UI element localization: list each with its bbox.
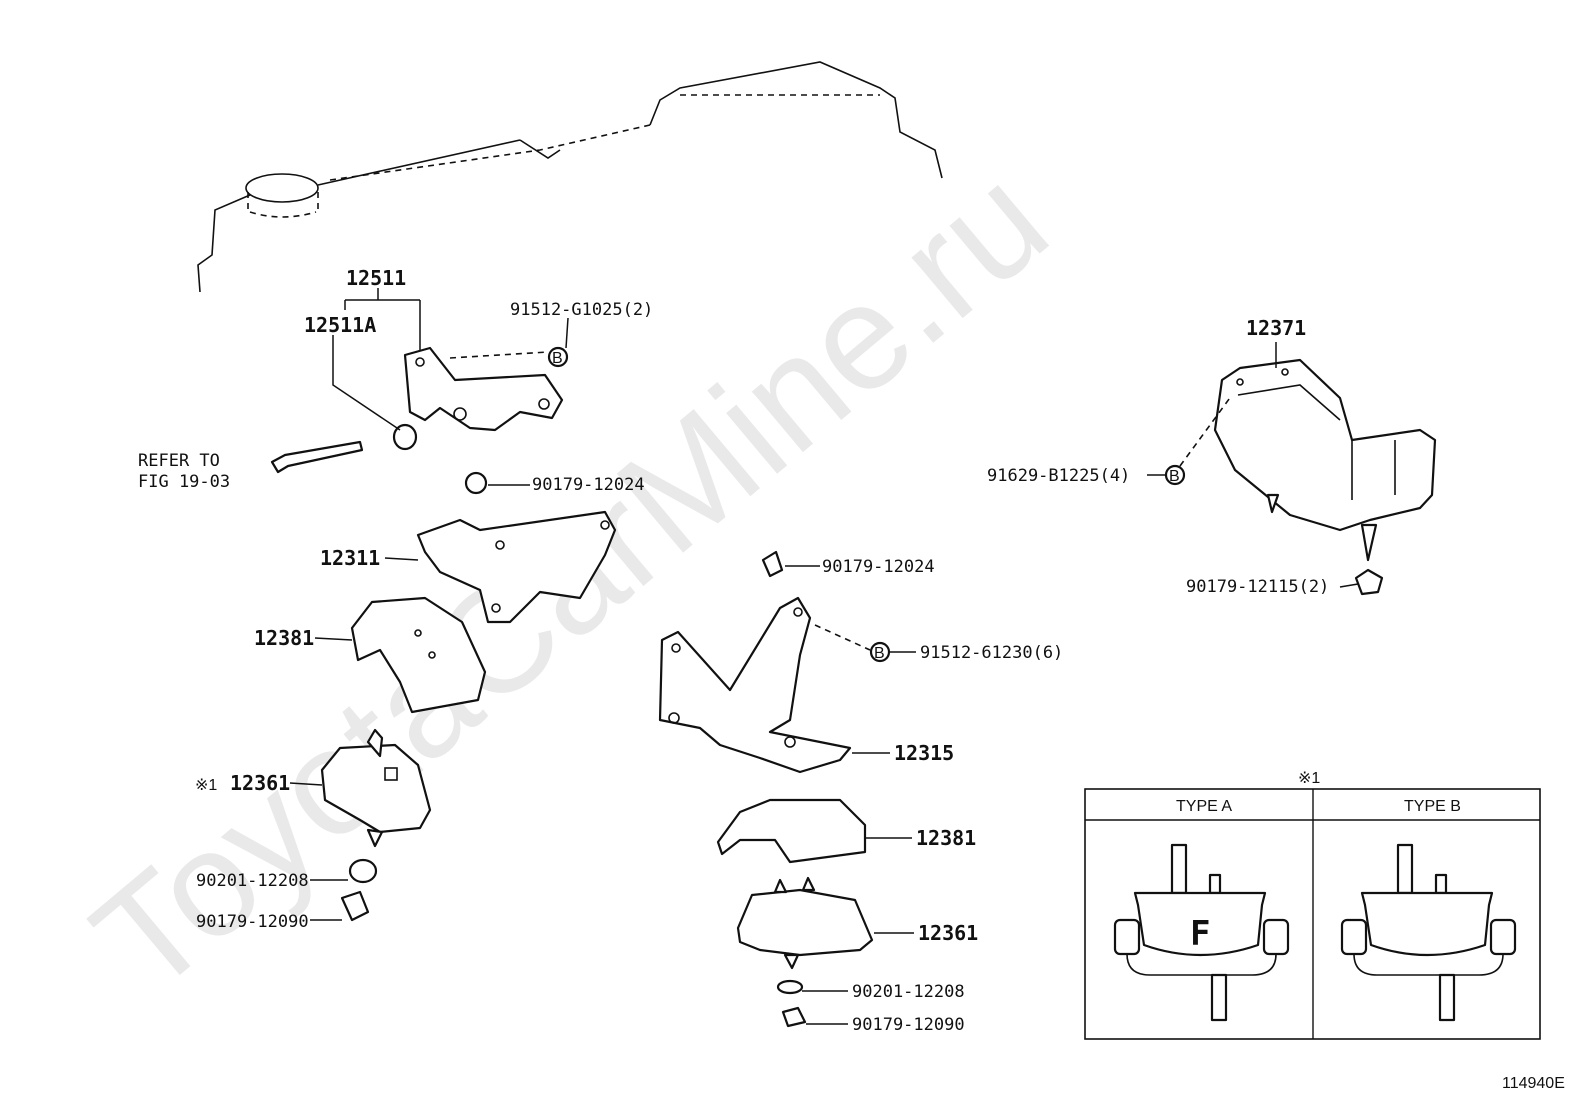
part-12315-bracket	[658, 596, 852, 774]
label-refer-line1: REFER TO	[138, 451, 220, 471]
bolt-marker-letter: B	[1169, 468, 1180, 485]
diagram-id: 114940E	[1502, 1075, 1565, 1092]
label-12311: 12311	[320, 546, 380, 570]
part-labels: 12511 12511A 91512-G1025(2) REFER TO FIG…	[138, 266, 1329, 1035]
part-12511a-cushion	[392, 423, 418, 451]
bolt-marker-91512-61230: B	[869, 641, 891, 663]
bolt-refer	[270, 440, 364, 474]
label-90201-12208-a: 90201-12208	[196, 871, 309, 891]
label-91512-g1025: 91512-G1025(2)	[510, 300, 653, 320]
label-90201-12208-b: 90201-12208	[852, 982, 965, 1002]
label-91512-61230: 91512-61230(6)	[920, 643, 1063, 663]
bolt-marker-letter: B	[874, 645, 885, 662]
label-90179-12090-b: 90179-12090	[852, 1015, 965, 1035]
label-12381-a: 12381	[254, 626, 314, 650]
label-mark1-a: ※1	[195, 777, 217, 794]
label-12511a: 12511A	[304, 313, 376, 337]
type-a-letter: F	[1190, 914, 1210, 954]
engine-outline	[197, 61, 943, 293]
type-a-header: TYPE A	[1176, 798, 1232, 815]
label-91629-b1225: 91629-B1225(4)	[987, 466, 1130, 486]
part-12361-mount-b	[736, 876, 874, 970]
nut-90179-12115	[1354, 568, 1384, 596]
nut-90179-12024-a	[464, 471, 488, 495]
label-12361-a: 12361	[230, 771, 290, 795]
part-12381-insulator-a	[350, 596, 487, 714]
bolt-marker-91512-g1025: B	[547, 346, 569, 368]
label-90179-12024-a: 90179-12024	[532, 475, 645, 495]
label-90179-12090-a: 90179-12090	[196, 912, 309, 932]
bolt-marker-letter: B	[552, 350, 563, 367]
nut-90179-12090-a	[340, 890, 370, 922]
label-12511: 12511	[346, 266, 406, 290]
leader-lines	[289, 288, 1359, 1025]
washer-90201-12208-a	[348, 858, 378, 884]
label-12315: 12315	[894, 741, 954, 765]
type-a-mount: F	[1113, 843, 1290, 1022]
label-12361-b: 12361	[918, 921, 978, 945]
type-b-mount	[1340, 843, 1517, 1022]
nut-90179-12024-b	[761, 550, 784, 578]
part-12361-mount-a	[320, 728, 432, 848]
label-12371: 12371	[1246, 316, 1306, 340]
type-table: ※1 TYPE A TYPE B F	[1084, 770, 1541, 1040]
part-12381-insulator-b	[716, 798, 867, 864]
type-table-mark: ※1	[1298, 770, 1320, 787]
label-90179-12115: 90179-12115(2)	[1186, 577, 1329, 597]
bolt-marker-91629-b1225: B	[1164, 464, 1186, 486]
washer-90201-12208-b	[776, 979, 804, 995]
nut-90179-12090-b	[781, 1006, 807, 1028]
part-12311-bracket	[416, 510, 617, 624]
label-90179-12024-b: 90179-12024	[822, 557, 935, 577]
type-b-header: TYPE B	[1404, 798, 1461, 815]
label-12381-b: 12381	[916, 826, 976, 850]
label-refer-line2: FIG 19-03	[138, 472, 230, 492]
part-12371-mount	[1213, 358, 1437, 562]
part-12511-bracket	[403, 346, 564, 432]
